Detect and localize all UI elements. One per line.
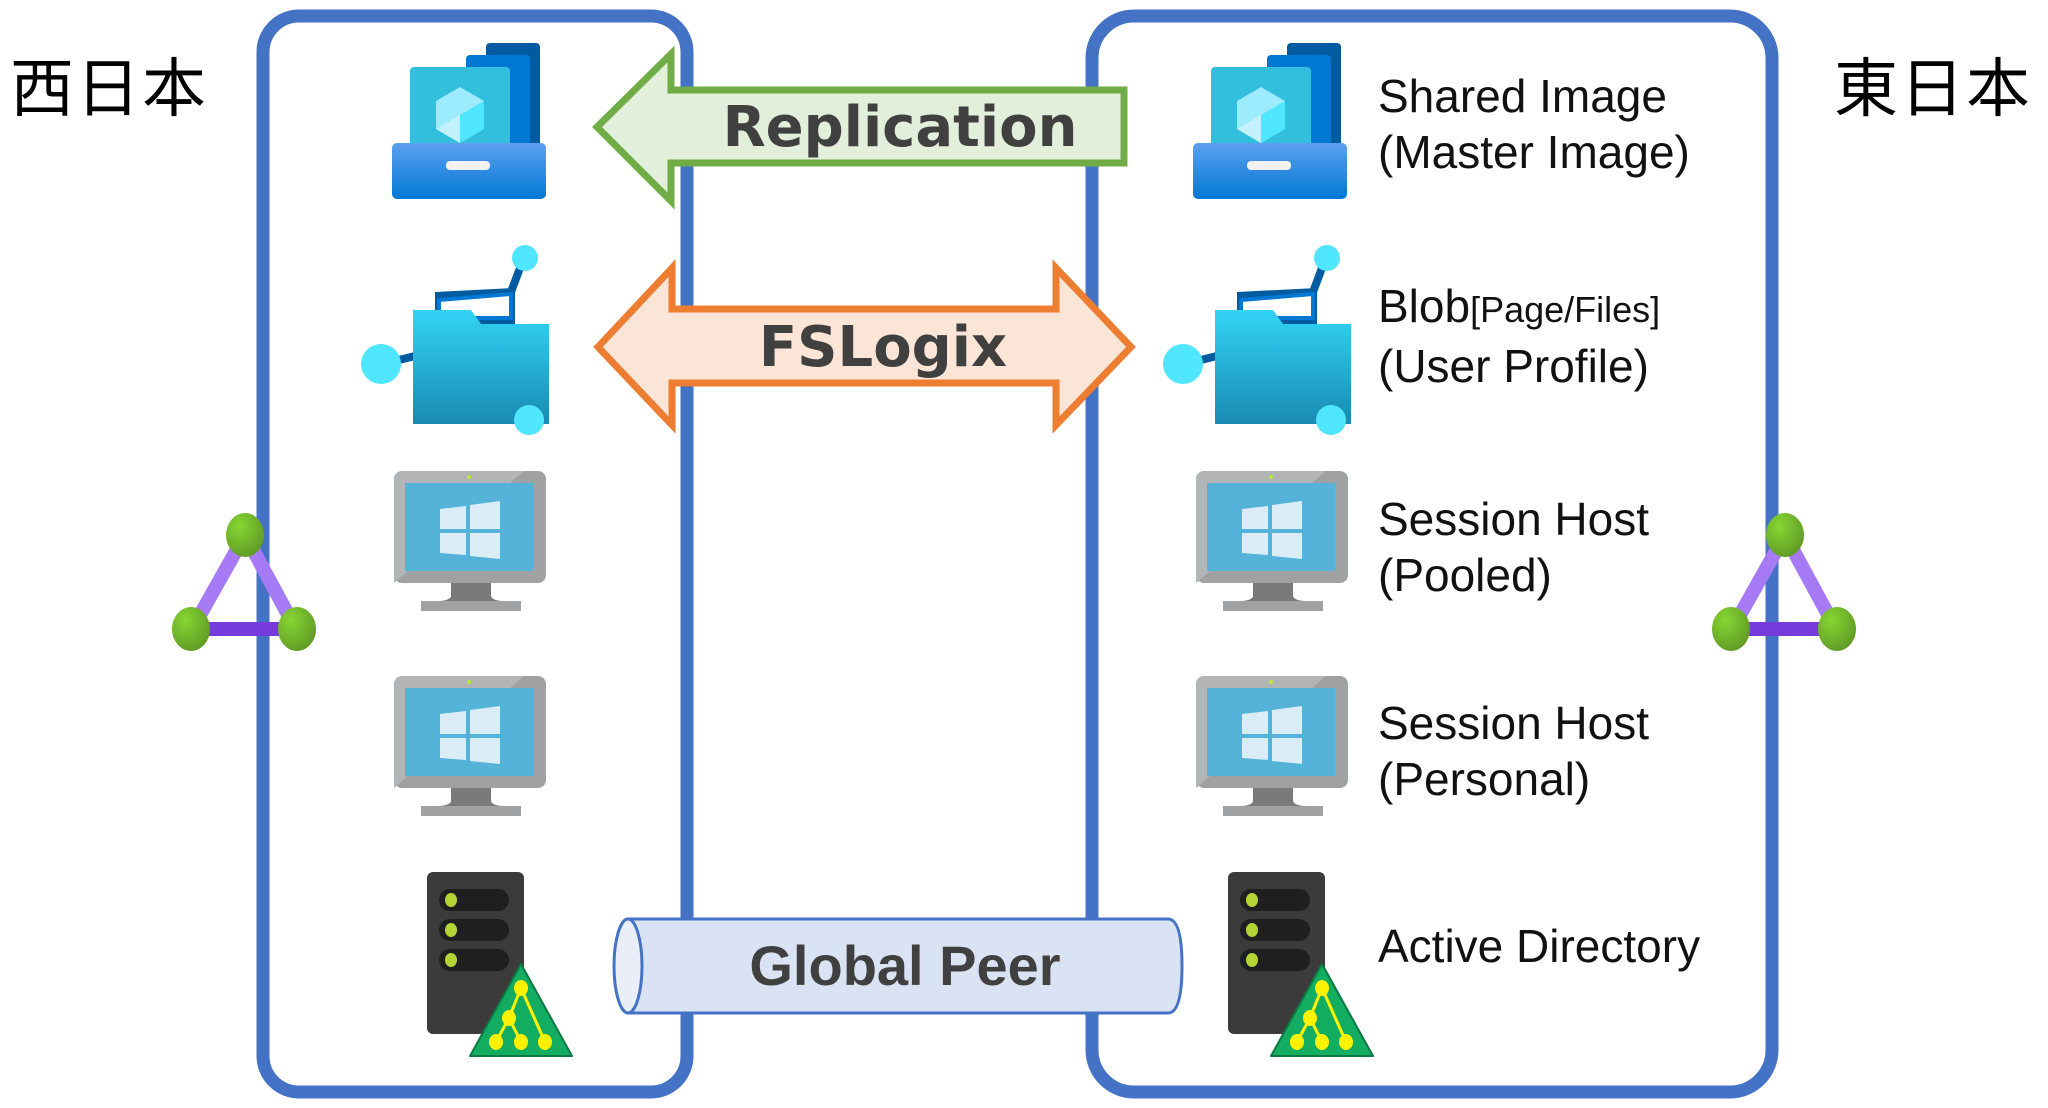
service-title-suffix: [Page/Files] [1470, 289, 1661, 330]
service-label-blob: Blob[Page/Files] (User Profile) [1378, 278, 1660, 394]
east-active-directory-server-icon [1226, 870, 1375, 1058]
service-title: Session Host [1378, 493, 1650, 545]
global-peer-label: Global Peer [749, 934, 1060, 997]
global-peer-cylinder-end [612, 917, 644, 1015]
fslogix-label: FSLogix [759, 315, 1007, 380]
service-subtitle: (User Profile) [1378, 340, 1649, 392]
fslogix-arrow-shape [593, 259, 1136, 434]
replication-label: Replication [723, 95, 1078, 160]
east-vnet-icon [1712, 513, 1856, 651]
west-session-host-personal-icon [394, 676, 546, 816]
east-region-label: 東日本 [1834, 53, 2032, 127]
east-session-host-personal-icon [1196, 676, 1348, 816]
west-vnet-icon [172, 513, 316, 651]
west-active-directory-server-icon [425, 870, 574, 1058]
east-shared-image-gallery-icon [1193, 43, 1347, 199]
replication-arrow-shape [592, 45, 1128, 210]
service-title: Active Directory [1378, 920, 1701, 972]
service-title: Session Host [1378, 697, 1650, 749]
service-title-row: Blob[Page/Files] [1378, 278, 1660, 338]
replication-arrow: Replication [592, 45, 1128, 210]
west-session-host-pooled-icon [394, 471, 546, 611]
fslogix-arrow: FSLogix [593, 259, 1136, 434]
service-label-session-host-pooled: Session Host (Pooled) [1378, 491, 1649, 603]
global-peer-cylinder-body [626, 917, 1184, 1015]
service-label-session-host-personal: Session Host (Personal) [1378, 695, 1649, 807]
service-subtitle: (Personal) [1378, 753, 1591, 805]
east-storage-blob-icon [1163, 245, 1351, 435]
east-session-host-pooled-icon [1196, 471, 1348, 611]
global-peer-link: Global Peer [612, 917, 1184, 1015]
service-label-active-directory: Active Directory [1378, 918, 1700, 974]
service-title: Blob [1378, 280, 1471, 332]
service-label-shared-image: Shared Image (Master Image) [1378, 68, 1690, 180]
west-shared-image-gallery-icon [392, 43, 546, 199]
west-region-label: 西日本 [10, 53, 208, 127]
service-subtitle: (Pooled) [1378, 549, 1552, 601]
service-title: Shared Image [1378, 70, 1667, 122]
service-subtitle: (Master Image) [1378, 126, 1690, 178]
west-storage-blob-icon [361, 245, 549, 435]
